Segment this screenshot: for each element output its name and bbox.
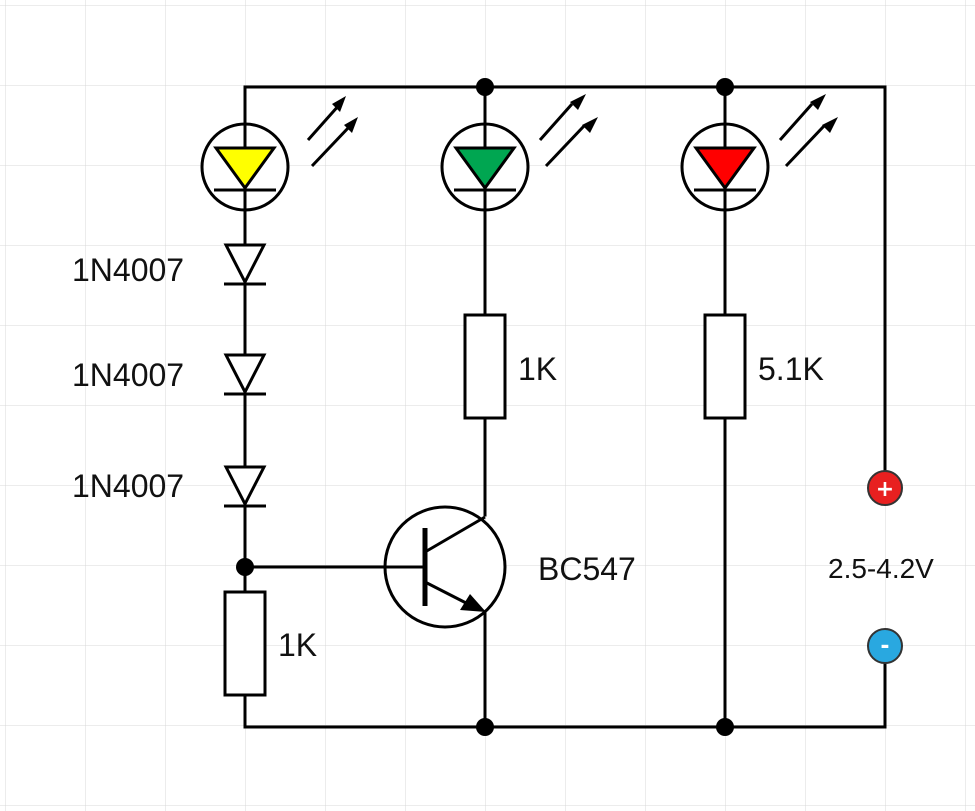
terminal-positive[interactable]: + xyxy=(867,470,903,506)
diode-1-label: 1N4007 xyxy=(72,252,184,288)
resistor-base-icon xyxy=(223,590,267,697)
led-red-icon xyxy=(680,94,838,212)
resistor-green-icon xyxy=(463,313,507,420)
led-green-icon xyxy=(440,94,598,212)
junctions xyxy=(236,78,734,736)
voltage-label: 2.5-4.2V xyxy=(828,553,934,584)
junction-dot xyxy=(236,558,254,576)
junction-dot xyxy=(476,718,494,736)
diode-icon xyxy=(223,465,267,508)
diode-icon xyxy=(223,243,267,286)
plus-sign: + xyxy=(876,477,894,502)
diode-2-label: 1N4007 xyxy=(72,357,184,393)
transistor-label: BC547 xyxy=(538,551,636,587)
led-yellow-icon xyxy=(200,96,358,212)
resistor-green-label: 1K xyxy=(518,351,557,387)
junction-dot xyxy=(716,718,734,736)
bottom-rail xyxy=(243,663,887,729)
terminal-negative[interactable]: - xyxy=(867,628,903,664)
minus-sign: - xyxy=(880,634,889,659)
npn-transistor-icon xyxy=(383,505,507,629)
junction-dot xyxy=(716,78,734,96)
diode-3-label: 1N4007 xyxy=(72,468,184,504)
diode-icon xyxy=(223,353,267,396)
junction-dot xyxy=(476,78,494,96)
resistor-base-label: 1K xyxy=(278,627,317,663)
resistor-red-icon xyxy=(703,313,747,420)
resistor-red-label: 5.1K xyxy=(758,351,824,387)
top-rail xyxy=(243,85,887,472)
